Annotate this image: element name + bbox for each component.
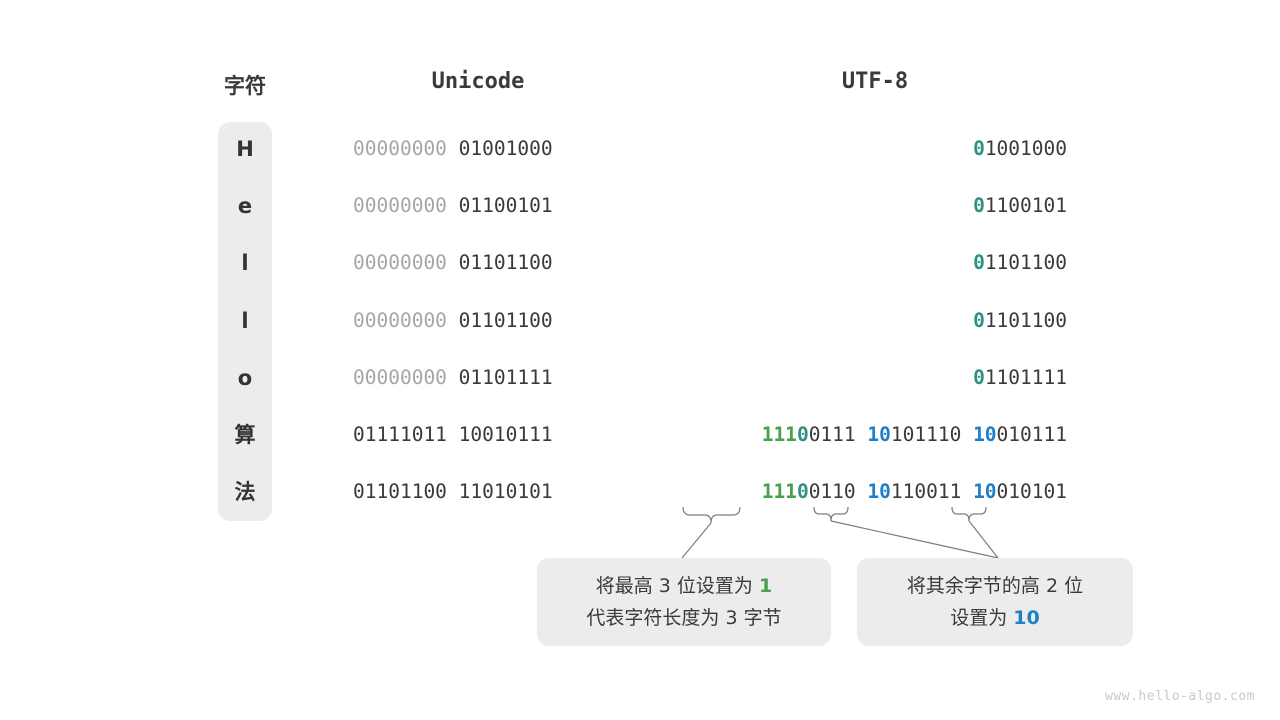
unicode-cell: 00000000 01001000 <box>353 134 609 164</box>
utf8-bits-dark: 010111 <box>996 423 1067 446</box>
utf8-bits-blue: 10 <box>973 480 997 504</box>
character-cell: 法 <box>234 480 256 505</box>
callout-left-highlight: 1 <box>758 575 773 597</box>
utf8-cell: 01101100 <box>600 306 1067 336</box>
utf8-bits-dark: 1100101 <box>984 194 1067 218</box>
callout-left-line2: 代表字符长度为 3 字节 <box>586 607 782 629</box>
utf8-bits-blue: 10 <box>867 480 891 504</box>
unicode-low-byte: 01101100 <box>458 308 553 332</box>
callout-first-byte: 将最高 3 位设置为 1 代表字符长度为 3 字节 <box>537 558 831 646</box>
utf8-bits-teal: 0 <box>973 251 985 275</box>
callout-left-line1: 将最高 3 位设置为 1 <box>596 570 772 602</box>
utf8-bits-teal: 0 <box>973 308 985 332</box>
utf8-bits-teal: 0 <box>796 480 809 504</box>
leader-line-left <box>681 522 712 559</box>
utf8-bits-dark: 1101100 <box>984 308 1067 332</box>
utf8-bits-dark: 010101 <box>996 480 1067 504</box>
callout-right-line2: 设置为 10 <box>950 602 1040 634</box>
brace-third-byte-prefix <box>951 506 987 522</box>
utf8-bits-teal: 0 <box>973 137 985 160</box>
brace-first-byte-prefix <box>682 506 741 524</box>
unicode-cell: 01101100 11010101 <box>353 477 609 507</box>
brace-second-byte-prefix <box>813 506 849 522</box>
callout-right-highlight: 10 <box>1013 607 1040 629</box>
utf8-bits-dark: 1101100 <box>984 251 1067 275</box>
character-cell: l <box>241 251 249 276</box>
utf8-bits-blue: 10 <box>973 423 997 446</box>
callout-left-line1-text: 将最高 3 位设置为 <box>595 575 759 597</box>
unicode-cell: 00000000 01101100 <box>353 248 609 278</box>
unicode-high-byte: 01111011 <box>353 423 447 446</box>
unicode-high-byte: 00000000 <box>353 137 447 160</box>
character-cell: 算 <box>234 423 256 447</box>
utf8-bits-dark: 0110 <box>808 480 868 504</box>
unicode-low-byte: 10010111 <box>458 423 553 446</box>
utf8-cell: 11100111 10101110 10010111 <box>600 420 1067 450</box>
utf8-bits-blue: 10 <box>867 423 891 446</box>
callout-right-line2-text: 设置为 <box>950 607 1014 629</box>
character-cell: e <box>237 194 253 219</box>
utf8-bits-dark: 0111 <box>808 423 868 446</box>
character-column-capsule <box>218 122 272 521</box>
utf8-cell: 01001000 <box>600 134 1067 164</box>
leader-line-right-b <box>968 520 999 559</box>
watermark: www.hello-algo.com <box>1105 689 1255 704</box>
utf8-bits-dark: 1001000 <box>984 137 1067 160</box>
callout-continuation-bytes: 将其余字节的高 2 位 设置为 10 <box>857 558 1133 646</box>
column-header-utf8: UTF-8 <box>841 69 909 94</box>
utf8-bits-green: 111 <box>761 480 797 504</box>
utf8-bits-teal: 0 <box>973 365 985 389</box>
utf8-bits-dark: 101110 <box>890 423 974 446</box>
unicode-low-byte: 01001000 <box>458 137 553 160</box>
callout-right-line1: 将其余字节的高 2 位 <box>906 575 1084 597</box>
column-header-character: 字符 <box>224 74 266 98</box>
utf8-bits-dark: 1101111 <box>984 365 1067 389</box>
utf8-cell: 11100110 10110011 10010101 <box>600 477 1067 507</box>
utf8-bits-green: 111 <box>761 423 797 446</box>
unicode-cell: 00000000 01100101 <box>353 191 609 221</box>
utf8-cell: 01101111 <box>600 363 1067 393</box>
unicode-high-byte: 01101100 <box>353 480 447 504</box>
utf8-cell: 01101100 <box>600 248 1067 278</box>
unicode-low-byte: 01101100 <box>458 251 553 275</box>
utf8-cell: 01100101 <box>600 191 1067 221</box>
unicode-high-byte: 00000000 <box>353 251 447 275</box>
unicode-high-byte: 00000000 <box>353 194 447 218</box>
utf8-bits-teal: 0 <box>796 423 809 446</box>
character-cell: o <box>237 365 253 390</box>
character-cell: l <box>241 308 249 333</box>
unicode-cell: 00000000 01101100 <box>353 306 609 336</box>
unicode-high-byte: 00000000 <box>353 308 447 332</box>
leader-line-right-a <box>830 520 999 559</box>
unicode-cell: 01111011 10010111 <box>353 420 609 450</box>
utf8-bits-teal: 0 <box>973 194 985 218</box>
unicode-low-byte: 01100101 <box>458 194 553 218</box>
unicode-high-byte: 00000000 <box>353 365 447 389</box>
utf8-bits-dark: 110011 <box>890 480 974 504</box>
unicode-cell: 00000000 01101111 <box>353 363 609 393</box>
column-header-unicode: Unicode <box>431 69 525 94</box>
unicode-low-byte: 01101111 <box>458 365 553 389</box>
character-cell: H <box>236 137 254 161</box>
unicode-low-byte: 11010101 <box>458 480 553 504</box>
